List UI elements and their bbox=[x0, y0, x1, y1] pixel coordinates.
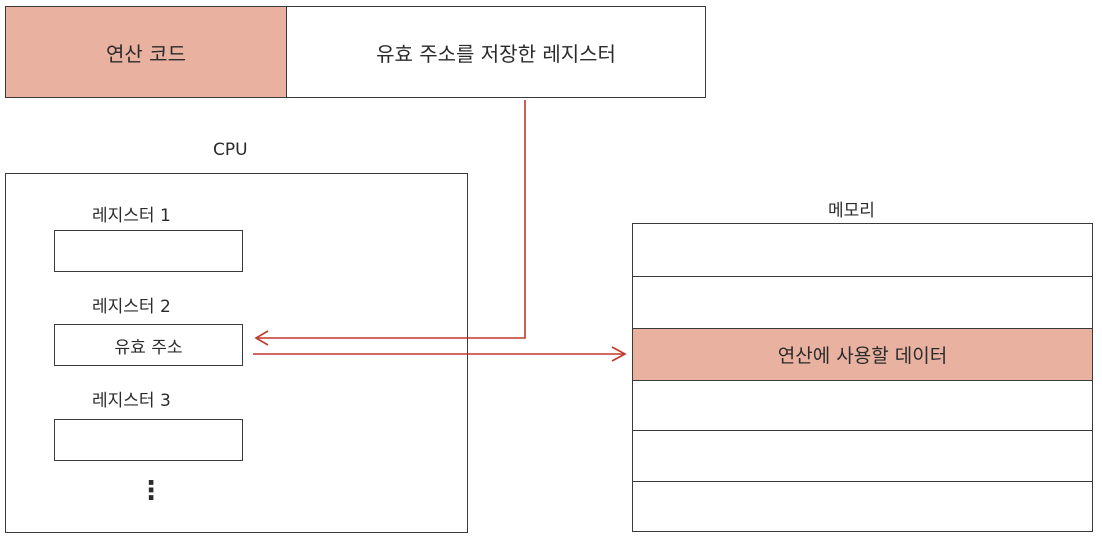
memory-cell-data: 연산에 사용할 데이터 bbox=[633, 328, 1092, 380]
memory-cell bbox=[633, 276, 1092, 328]
cpu-title: CPU bbox=[213, 140, 248, 160]
memory-title: 메모리 bbox=[828, 201, 875, 221]
register-1 bbox=[54, 230, 243, 272]
more-registers-ellipsis: ⋮ bbox=[138, 476, 164, 506]
memory-cell bbox=[633, 430, 1092, 481]
opcode-field: 연산 코드 bbox=[6, 7, 287, 97]
arrowhead-memory bbox=[611, 346, 627, 362]
memory-cell bbox=[633, 380, 1092, 430]
cpu-box: 레지스터 1 레지스터 2 유효 주소 레지스터 3 ⋮ bbox=[5, 173, 468, 533]
register-3 bbox=[54, 419, 243, 461]
register-1-label: 레지스터 1 bbox=[92, 206, 171, 226]
arrowhead-register bbox=[254, 330, 269, 346]
memory-cell bbox=[633, 481, 1092, 533]
register-3-label: 레지스터 3 bbox=[92, 391, 171, 411]
register-2-label: 레지스터 2 bbox=[92, 297, 171, 317]
register-2: 유효 주소 bbox=[54, 324, 243, 366]
address-field: 유효 주소를 저장한 레지스터 bbox=[287, 7, 705, 97]
memory-box: 연산에 사용할 데이터 bbox=[632, 223, 1093, 532]
instruction-box: 연산 코드 유효 주소를 저장한 레지스터 bbox=[5, 6, 706, 98]
arrow-to-register bbox=[258, 100, 526, 339]
